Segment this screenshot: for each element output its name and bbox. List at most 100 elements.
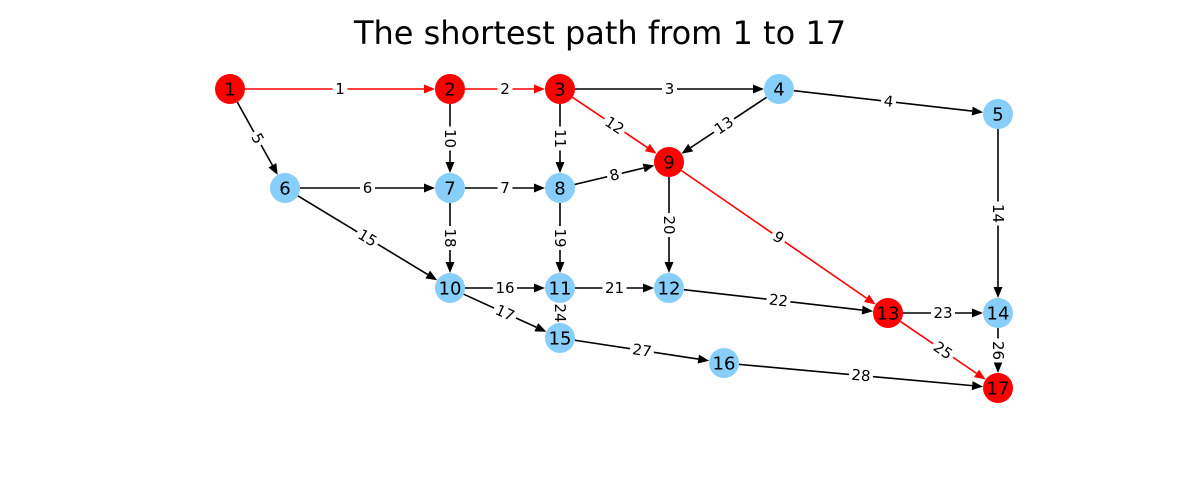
edge-3-8: 11 xyxy=(551,104,569,173)
edge-2-3: 2 xyxy=(465,80,545,98)
edge-label: 13 xyxy=(709,111,739,140)
edge-label-text: 11 xyxy=(551,129,569,148)
node-13: 13 xyxy=(873,298,903,328)
edge-arrowhead xyxy=(993,287,1003,298)
node-label: 10 xyxy=(439,279,462,300)
diagram-title: The shortest path from 1 to 17 xyxy=(353,14,847,52)
edge-arrowhead xyxy=(664,262,674,273)
edge-label-bg xyxy=(441,126,459,151)
edge-label-text: 27 xyxy=(631,340,653,361)
edge-arrowhead xyxy=(445,162,455,173)
edge-label-bg xyxy=(551,226,569,250)
node-circle xyxy=(545,273,575,303)
edge-arrowhead xyxy=(971,106,984,116)
edge-label-text: 7 xyxy=(500,179,510,197)
edge-arrowhead xyxy=(445,262,455,273)
node-circle xyxy=(215,74,245,104)
edge-label: 9 xyxy=(767,225,790,250)
edge-label: 26 xyxy=(989,338,1007,363)
edge-3-9: 12 xyxy=(572,96,657,154)
edge-label-bg xyxy=(360,179,375,197)
edge-label-bg xyxy=(662,80,677,98)
edge-label-bg xyxy=(931,304,955,322)
edge-label-text: 20 xyxy=(660,215,678,234)
edge-1-2: 1 xyxy=(245,80,435,98)
edge-label-text: 28 xyxy=(851,366,872,386)
edge-arrowhead xyxy=(861,305,874,315)
edge-16-17: 28 xyxy=(738,363,984,391)
node-14: 14 xyxy=(983,298,1013,328)
node-label: 14 xyxy=(987,304,1010,325)
edge-label-text: 15 xyxy=(355,225,381,250)
node-label: 17 xyxy=(987,379,1010,400)
edge-arrowhead xyxy=(681,143,694,154)
node-label: 15 xyxy=(549,329,572,350)
edge-label: 8 xyxy=(605,164,624,186)
edge-label: 4 xyxy=(880,91,897,112)
edge-6-10: 15 xyxy=(297,195,438,281)
edge-label-text: 23 xyxy=(933,304,952,322)
node-4: 4 xyxy=(764,74,794,104)
edge-label-bg xyxy=(599,111,630,140)
node-11: 11 xyxy=(545,273,575,303)
edge-arrowhead xyxy=(555,262,565,273)
edge-9-13: 9 xyxy=(680,169,876,305)
edge-arrowhead xyxy=(534,283,545,293)
node-17: 17 xyxy=(983,373,1013,403)
edge-arrowhead xyxy=(972,308,983,318)
node-circle xyxy=(764,74,794,104)
node-10: 10 xyxy=(435,273,465,303)
edge-label: 24 xyxy=(551,301,569,325)
node-label: 12 xyxy=(658,279,681,300)
node-circle xyxy=(873,298,903,328)
edge-label: 22 xyxy=(765,290,792,311)
edge-label: 10 xyxy=(441,126,459,151)
node-12: 12 xyxy=(654,273,684,303)
node-15: 15 xyxy=(545,323,575,353)
edge-label-text: 24 xyxy=(551,303,569,322)
edge-label-text: 2 xyxy=(500,80,510,98)
edge-label: 20 xyxy=(660,213,678,237)
node-circle xyxy=(709,348,739,378)
edge-label-bg xyxy=(551,301,569,325)
edge-label-bg xyxy=(245,127,270,150)
node-6: 6 xyxy=(270,173,300,203)
node-label: 1 xyxy=(224,80,235,101)
node-circle xyxy=(654,273,684,303)
node-circle xyxy=(983,298,1013,328)
edge-label-text: 19 xyxy=(551,228,569,247)
edge-label-text: 16 xyxy=(495,279,514,297)
edge-10-15: 17 xyxy=(463,293,547,332)
edge-arrowhead xyxy=(753,84,764,94)
edge-label-text: 8 xyxy=(608,165,621,185)
node-8: 8 xyxy=(545,173,575,203)
edge-13-14: 23 xyxy=(903,304,983,322)
edge-14-17: 26 xyxy=(989,328,1007,373)
edge-label-bg xyxy=(880,91,897,112)
edge-label-text: 10 xyxy=(441,129,459,148)
edge-arrowhead xyxy=(993,362,1003,373)
edge-label-bg xyxy=(602,279,627,297)
edge-label-text: 22 xyxy=(768,290,789,310)
edge-4-5: 4 xyxy=(793,89,984,116)
edge-5-14: 14 xyxy=(989,129,1007,298)
edge-2-7: 10 xyxy=(441,104,459,173)
node-label: 5 xyxy=(992,105,1003,126)
edge-label: 21 xyxy=(602,279,627,297)
node-3: 3 xyxy=(545,74,575,104)
edge-arrowhead xyxy=(642,163,655,173)
edge-4-9: 13 xyxy=(681,96,767,154)
edge-label: 16 xyxy=(493,279,517,297)
node-circle xyxy=(435,273,465,303)
edge-label: 12 xyxy=(599,111,630,140)
edge-label: 2 xyxy=(497,80,513,98)
edge-label-bg xyxy=(989,338,1007,363)
edge-label-bg xyxy=(441,226,459,250)
edge-label-bg xyxy=(709,111,739,140)
edge-arrowhead xyxy=(425,270,438,281)
node-label: 13 xyxy=(877,304,900,325)
edge-11-15: 24 xyxy=(551,301,569,325)
node-circle xyxy=(983,373,1013,403)
